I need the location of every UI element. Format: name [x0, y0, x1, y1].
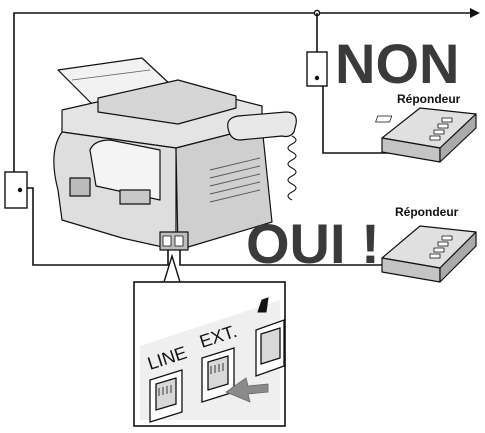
label-oui: OUI !	[246, 212, 380, 275]
ext-jack-icon	[201, 347, 235, 403]
line-arrowhead	[470, 8, 480, 18]
phone-jack-icon	[255, 319, 285, 377]
cable-left-outlet	[27, 187, 169, 266]
answering-machine-icon	[375, 107, 477, 163]
label-answering-machine-top: Répondeur	[397, 92, 461, 106]
label-non: NON	[335, 32, 459, 95]
wall-outlet-icon	[306, 51, 328, 87]
fax-machine-icon	[53, 57, 297, 251]
wall-outlet-icon	[4, 171, 28, 209]
callout-pointer	[163, 253, 181, 283]
handset-icon	[257, 297, 269, 313]
line-jack-icon	[149, 369, 183, 423]
answering-machine-icon	[381, 225, 477, 283]
cable-bottom-machine	[179, 250, 388, 266]
label-answering-machine-bottom: Répondeur	[395, 205, 459, 219]
arrow-icon	[225, 377, 269, 403]
